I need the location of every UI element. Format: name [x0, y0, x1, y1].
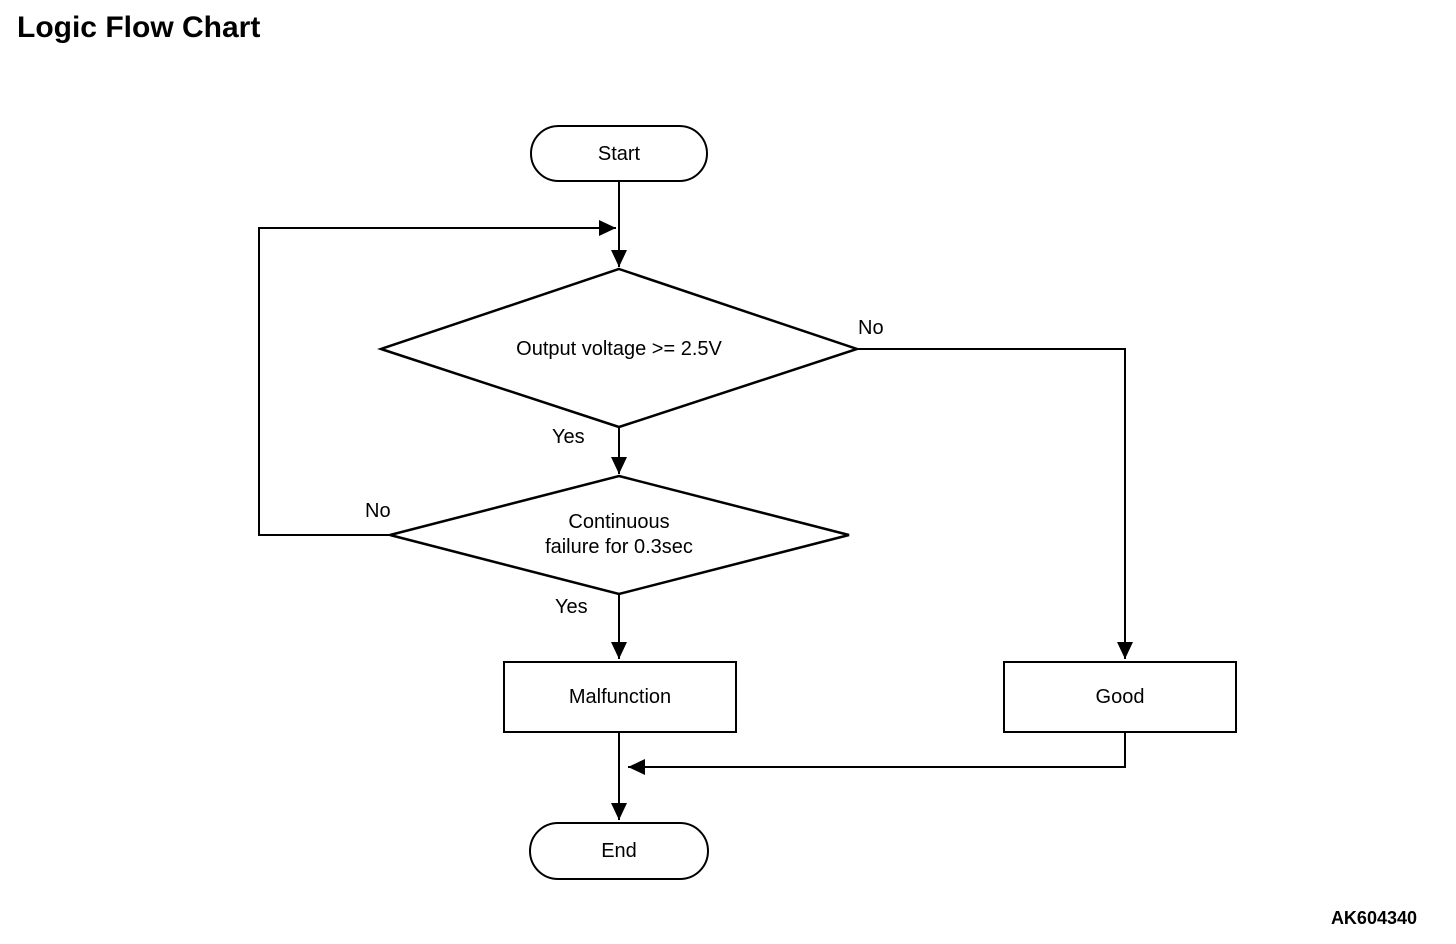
decision-failure-diamond [389, 474, 850, 596]
edge-label-failure-yes: Yes [555, 596, 588, 618]
node-start-label: Start [597, 142, 641, 165]
node-malfunction-label: Malfunction [568, 686, 672, 708]
decision-failure-label: Continuous failure for 0.3sec [494, 510, 744, 560]
node-end-label: End [601, 840, 637, 862]
decision-voltage-diamond [377, 267, 861, 429]
edge-failure-no-loop [258, 220, 616, 536]
node-end: End [529, 822, 709, 880]
edge-voltage-no-to-good [857, 348, 1133, 659]
edge-label-voltage-yes: Yes [552, 426, 585, 448]
edge-label-voltage-no: No [858, 317, 884, 339]
edge-good-to-junction [628, 733, 1126, 775]
node-start: Start [530, 125, 708, 182]
figure-code: AK604340 [1330, 908, 1417, 928]
node-good-label: Good [1095, 686, 1145, 708]
edge-label-failure-no: No [365, 500, 391, 522]
decision-failure-label-line2: failure for 0.3sec [545, 536, 693, 558]
decision-voltage-label: Output voltage >= 2.5V [516, 338, 722, 360]
page-title: Logic Flow Chart [17, 11, 261, 44]
decision-failure-label-line1: Continuous [568, 511, 670, 533]
node-malfunction: Malfunction [503, 661, 737, 733]
node-good: Good [1003, 661, 1237, 733]
